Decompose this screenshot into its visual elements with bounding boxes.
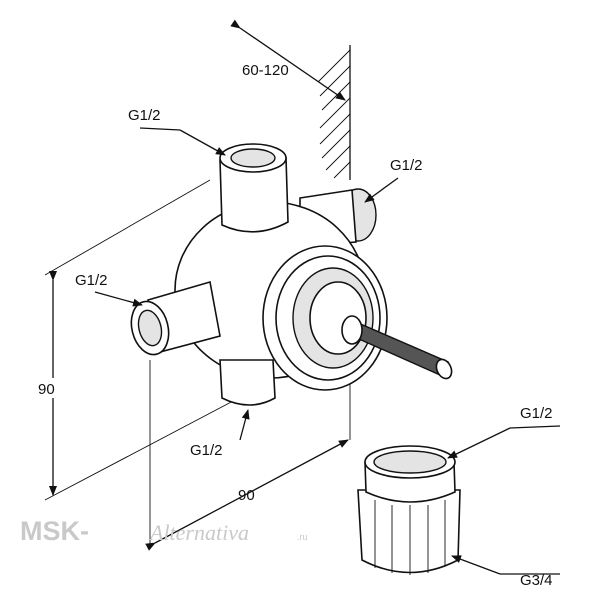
width-label: 90 — [238, 487, 255, 504]
adapter-top-label: G1/2 — [520, 405, 553, 422]
bottom-outlet-label: G1/2 — [190, 442, 223, 459]
adapter-top-callout: G1/2 — [447, 405, 561, 459]
top-inlet-port — [219, 157, 289, 233]
bottom-outlet-port — [219, 359, 276, 406]
watermark-mark: Alternativa — [148, 520, 249, 545]
bottom-outlet-callout: G1/2 — [190, 409, 250, 459]
height-dimension: 90 — [35, 179, 236, 501]
watermark: MSK- Alternativa .ru — [20, 516, 308, 546]
top-inlet-callout: G1/2 — [128, 107, 226, 156]
adapter-bottom-label: G3/4 — [520, 572, 553, 589]
wall-depth-label: 60-120 — [242, 62, 289, 79]
valve-body — [130, 143, 453, 406]
adapter-fitting — [357, 445, 461, 575]
watermark-suffix: .ru — [297, 532, 308, 542]
wall-hatching — [317, 45, 351, 180]
height-label: 90 — [38, 381, 55, 398]
adapter-bottom-callout: G3/4 — [451, 555, 560, 589]
right-inlet-label: G1/2 — [390, 157, 423, 174]
wall-depth-dimension: 60-120 — [230, 19, 346, 101]
left-inlet-label: G1/2 — [75, 272, 108, 289]
watermark-brand: MSK- — [20, 516, 89, 546]
width-dimension: 90 — [145, 360, 351, 551]
right-inlet-callout: G1/2 — [364, 157, 423, 203]
top-inlet-label: G1/2 — [128, 107, 161, 124]
left-inlet-callout: G1/2 — [75, 272, 143, 307]
